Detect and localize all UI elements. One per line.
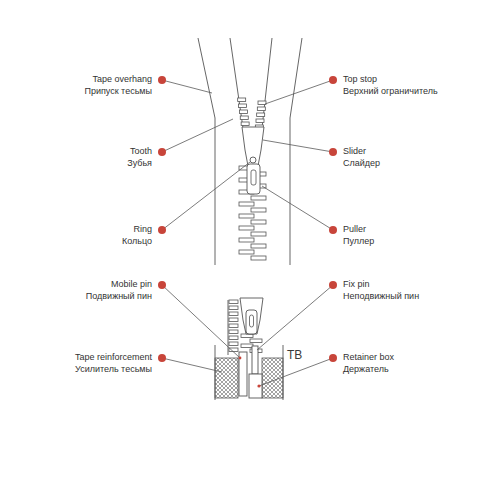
fix-pin [252, 346, 258, 374]
leader-lines [162, 80, 333, 386]
tape-edge [290, 38, 302, 265]
slider [242, 127, 264, 166]
part-name: Пуллер [343, 236, 374, 247]
part-name: Неподвижный пин [343, 291, 419, 302]
tape-edge [230, 38, 243, 128]
callout-dots [158, 76, 337, 388]
part-name: Tape reinforcement [75, 352, 152, 363]
zipper-code: TB [287, 348, 302, 362]
puller-slot [250, 315, 254, 327]
part-name: Top stop [343, 74, 377, 85]
retainer-box [249, 374, 262, 398]
part-name: Ring [133, 224, 152, 235]
part-name: Усилитель тесьмы [75, 364, 152, 375]
part-name: Кольцо [122, 236, 152, 247]
puller-slot [251, 170, 256, 185]
part-name: Puller [343, 224, 366, 235]
mobile-pin [239, 352, 247, 396]
part-name: Tape overhang [92, 74, 152, 85]
ring [250, 157, 256, 163]
part-name: Fix pin [343, 279, 370, 290]
puller [246, 310, 257, 334]
puller [247, 164, 260, 194]
part-name: Зубья [127, 158, 152, 169]
part-name: Tooth [130, 146, 152, 157]
part-name: Retainer box [343, 352, 394, 363]
slider [240, 298, 263, 334]
part-name: Держатель [343, 364, 389, 375]
part-name: Верхний ограничитель [343, 86, 438, 97]
tape-edge [198, 38, 215, 265]
part-name: Slider [343, 146, 366, 157]
teeth [229, 98, 266, 353]
part-name: Припуск тесьмы [84, 86, 152, 97]
part-name: Подвижный пин [86, 291, 152, 302]
tape-reinforcement [215, 358, 238, 398]
part-name: Слайдер [343, 158, 380, 169]
part-name: Mobile pin [111, 279, 152, 290]
